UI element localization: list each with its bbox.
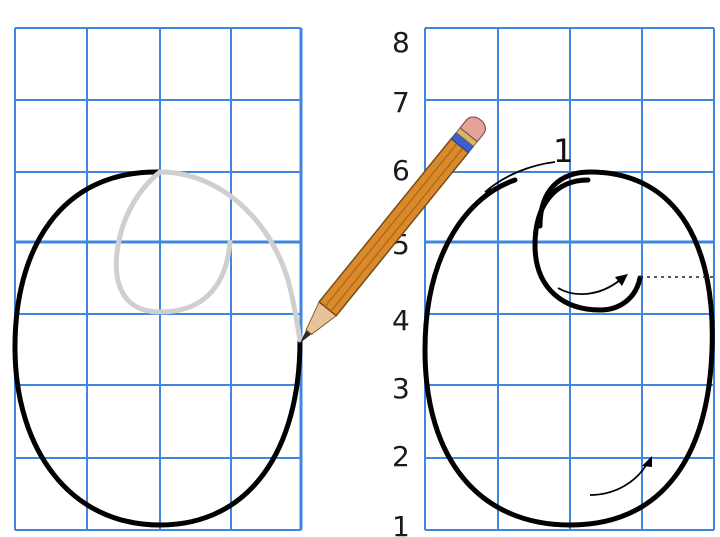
row-number-1: 1 <box>392 510 410 537</box>
row-number-3: 3 <box>392 372 410 405</box>
stroke-order-number: 1 <box>553 132 573 170</box>
row-number-2: 2 <box>392 440 410 473</box>
row-number-6: 6 <box>392 154 410 187</box>
row-number-8: 8 <box>392 26 410 59</box>
row-number-4: 4 <box>392 304 410 337</box>
left-practice-grid <box>15 28 301 530</box>
row-number-labels: 8 7 6 5 4 3 2 1 <box>392 26 410 537</box>
right-practice-grid <box>425 28 715 530</box>
row-number-7: 7 <box>392 86 410 119</box>
